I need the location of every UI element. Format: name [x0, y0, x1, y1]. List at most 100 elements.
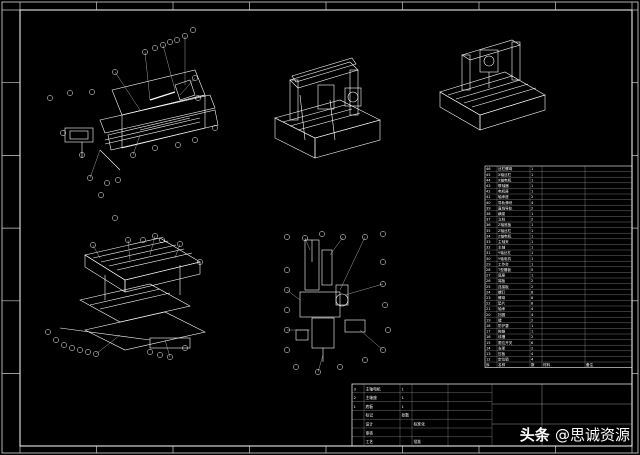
bom-cell: 立柱: [498, 217, 506, 222]
bom-cell: 1: [531, 324, 533, 328]
bom-cell: 12: [486, 358, 491, 362]
bom-cell: 42: [486, 190, 491, 194]
bom-cell: 1: [531, 229, 533, 233]
bom-cell: 1: [531, 251, 533, 255]
part-balloon: [380, 347, 386, 353]
bom-cell: 1: [531, 212, 533, 216]
part-balloon: [87, 175, 93, 181]
bom-cell: 1: [531, 257, 533, 261]
bom-cell: 34: [486, 234, 491, 238]
bom-cell: 底座: [498, 273, 506, 278]
part-balloon: [284, 267, 290, 273]
bom-cell: 联轴器: [498, 183, 509, 188]
inner-border: [19, 9, 633, 447]
bom-cell: 工作台: [498, 261, 509, 266]
part-balloon: [93, 351, 99, 357]
bom-cell: 1: [531, 330, 533, 334]
bom-cell: 防护罩: [498, 323, 509, 328]
part-balloon: [147, 349, 153, 355]
bom-cell: 43: [486, 184, 491, 188]
part-balloon: [85, 349, 91, 355]
part-balloon: [380, 231, 386, 237]
bom-cell: 25: [486, 285, 491, 289]
title-block-cell: 标记: [366, 413, 374, 418]
part-balloon: [130, 152, 136, 158]
part-balloon: [182, 345, 188, 351]
title-block-cell: 1: [402, 404, 405, 409]
bom-cell: 材料: [543, 362, 551, 367]
bom-cell: 45: [486, 173, 491, 177]
bom-cell: 1: [531, 173, 533, 177]
bom-cell: 4: [531, 352, 534, 356]
bom-cell: 16: [486, 335, 491, 339]
bom-cell: 31: [486, 251, 491, 255]
bom-cell: 21: [486, 307, 491, 311]
bom-cell: Y轴电机: [498, 256, 511, 261]
bom-cell: 1: [531, 234, 533, 238]
title-block-cell: 审核: [366, 430, 374, 435]
bom-cell: 2: [531, 346, 533, 350]
part-balloon: [69, 345, 75, 351]
title-block-cell: 3: [354, 386, 357, 391]
part-balloon: [125, 237, 131, 243]
bom-cell: 序: [486, 362, 490, 367]
bom-cell: 29: [486, 262, 491, 266]
part-balloon: [90, 242, 96, 248]
bom-cell: 13: [486, 352, 491, 356]
part-balloon: [61, 342, 67, 348]
title-block-cell: 处数: [402, 413, 410, 418]
exploded-view-worktable: [59, 237, 206, 351]
part-balloon: [47, 95, 53, 101]
bom-cell: 螺母: [498, 295, 506, 300]
part-balloon: [319, 231, 325, 237]
title-block-cell: 1: [402, 395, 405, 400]
bom-cell: 41: [486, 195, 491, 199]
exploded-view-x-axis: [64, 69, 219, 171]
bom-cell: 轴承: [498, 306, 506, 311]
bom-cell: X轴丝杠: [498, 172, 512, 177]
part-balloon: [89, 89, 95, 95]
bom-cell: 丝杠螺母: [498, 166, 513, 171]
bom-cell: 2: [531, 218, 533, 222]
part-balloon: [152, 145, 158, 151]
part-balloon: [175, 142, 181, 148]
bom-cell: T型槽板: [497, 267, 511, 272]
part-balloon: [385, 327, 391, 333]
part-balloon: [167, 354, 173, 360]
part-balloon: [77, 347, 83, 353]
bom-cell: 44: [486, 178, 491, 182]
part-balloon: [104, 180, 110, 186]
bom-cell: 46: [486, 167, 491, 171]
bom-cell: 电机座: [498, 189, 509, 194]
part-balloon: [382, 302, 388, 308]
bom-cell: 垫片: [498, 301, 506, 306]
part-balloon: [284, 234, 290, 240]
part-balloons: [45, 27, 391, 375]
bom-cell: 横梁: [498, 211, 506, 216]
part-balloon: [174, 37, 180, 43]
bom-cell: 连接板: [498, 284, 509, 289]
bom-cell: 2: [531, 279, 533, 283]
bom-cell: 轴承座: [498, 194, 509, 199]
bom-cell: 1: [531, 240, 533, 244]
bom-cell: 26: [486, 279, 491, 283]
bom-cell: 4: [531, 313, 534, 317]
part-balloon: [340, 234, 346, 240]
bom-cell: 1: [531, 167, 533, 171]
bom-cell: 主轴: [498, 245, 506, 250]
full-machine-isometric-view: [439, 39, 546, 131]
part-balloon: [177, 241, 183, 247]
bom-cell: 20: [486, 313, 491, 317]
bom-cell: 2: [531, 285, 533, 289]
bom-cell: 1: [531, 184, 533, 188]
part-balloon: [98, 192, 104, 198]
bom-cell: 挡圈: [498, 312, 506, 317]
bom-cell: 8: [531, 302, 534, 306]
bom-cell: 直线导轨: [498, 205, 513, 210]
bom-cell: 1: [531, 223, 533, 227]
bom-cell: 名称: [498, 362, 506, 367]
part-balloon: [53, 337, 59, 343]
